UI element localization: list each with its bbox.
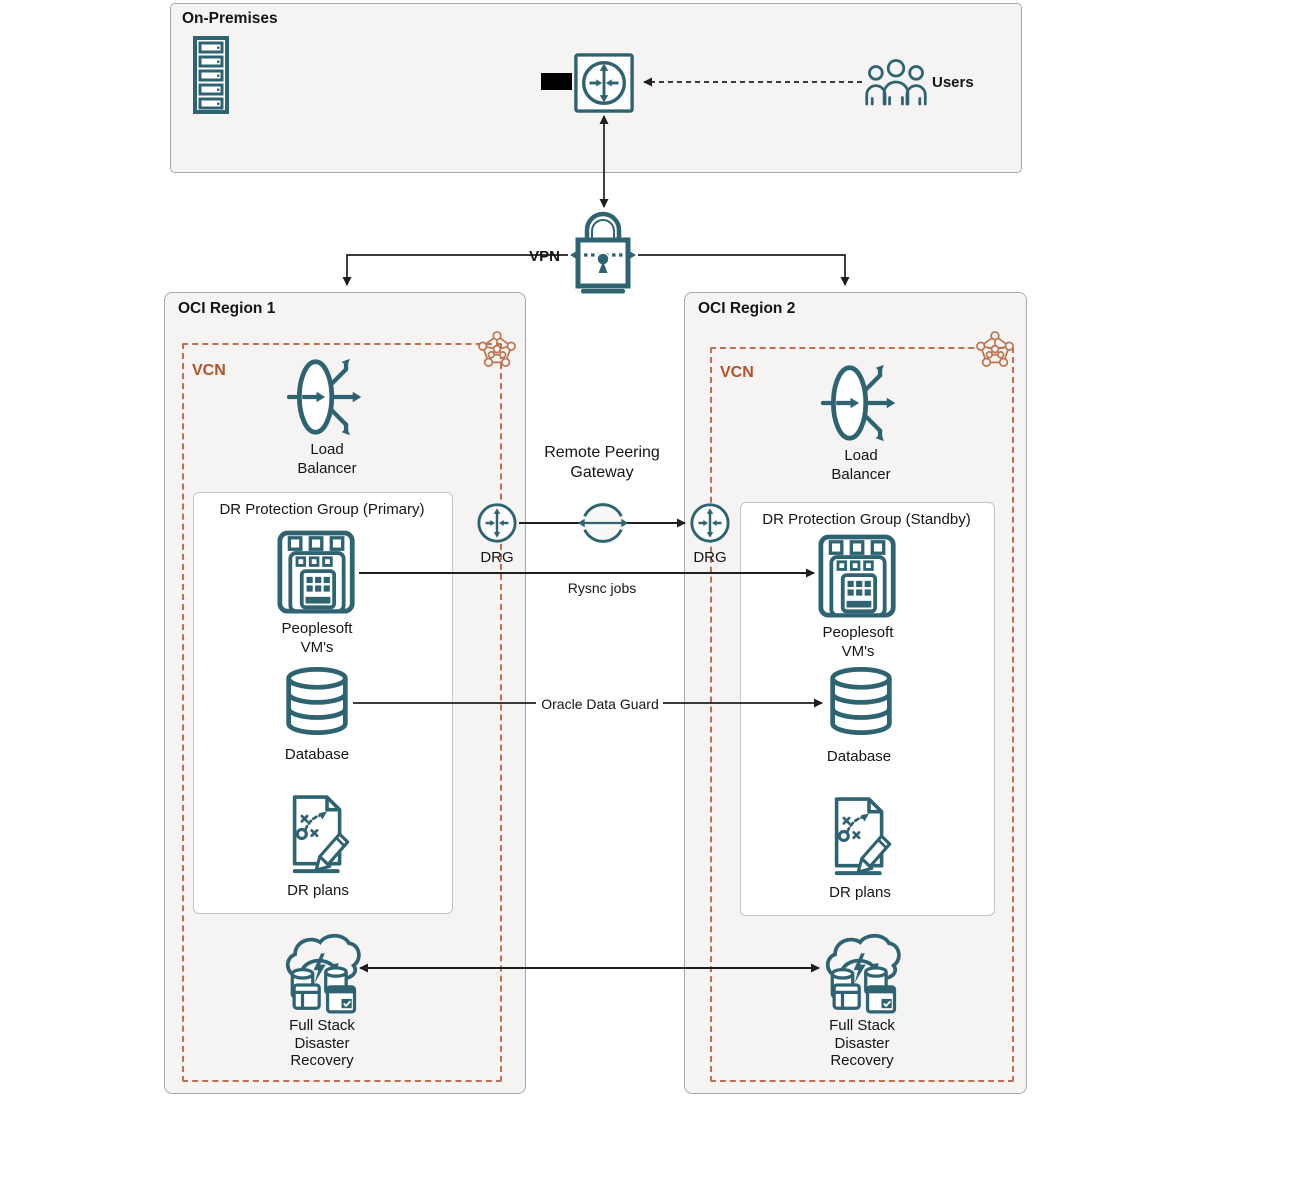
region1-vcn-boundary — [182, 343, 502, 1082]
vpn-label: VPN — [529, 248, 560, 265]
region1-peoplesoft-label: Peoplesoft VM's — [281, 620, 353, 656]
region2-full-stack-dr-label: Full Stack Disaster Recovery — [829, 1017, 895, 1070]
region2-vcn-mesh-icon — [976, 331, 1014, 369]
dr-group-primary-title: DR Protection Group (Primary) — [219, 501, 425, 518]
network-edge-block — [541, 73, 572, 90]
region1-dr-plans-label: DR plans — [287, 882, 349, 899]
region1-vcn-label: VCN — [192, 362, 226, 379]
region2-vcn-label: VCN — [720, 364, 754, 381]
region2-title: OCI Region 2 — [698, 300, 796, 317]
rsync-label: Rysnc jobs — [567, 580, 637, 596]
region1-title: OCI Region 1 — [178, 300, 276, 317]
region1-database-label: Database — [284, 746, 350, 763]
drg-left-label: DRG — [480, 549, 514, 566]
drg-right-label: DRG — [693, 549, 727, 566]
vpn-lock-icon — [570, 211, 636, 297]
remote-peering-gateway-icon — [576, 496, 630, 550]
region1-load-balancer-label: Load Balancer — [297, 441, 357, 477]
drg-left-icon — [476, 502, 518, 544]
region2-peoplesoft-label: Peoplesoft VM's — [822, 624, 894, 660]
region2-load-balancer-label: Load Balancer — [831, 447, 891, 483]
region2-load-balancer-icon — [821, 356, 901, 450]
region1-vcn-mesh-icon — [478, 331, 516, 369]
server-icon — [191, 36, 231, 114]
vpn-to-region2-arrow — [638, 254, 850, 286]
region1-full-stack-dr-icon — [283, 928, 361, 1016]
data-guard-label: Oracle Data Guard — [541, 696, 659, 712]
region2-vcn-boundary — [710, 347, 1014, 1082]
router-icon — [573, 52, 635, 114]
region1-load-balancer-icon — [287, 350, 367, 444]
region1-full-stack-dr-label: Full Stack Disaster Recovery — [289, 1017, 355, 1070]
dr-group-standby-title: DR Protection Group (Standby) — [762, 511, 971, 528]
region2-database-icon — [827, 666, 895, 736]
region1-database-icon — [283, 666, 351, 736]
drg-right-icon — [689, 502, 731, 544]
users-icon — [864, 58, 928, 106]
remote-peering-gateway-label: Remote Peering Gateway — [544, 444, 660, 481]
region2-dr-plans-label: DR plans — [829, 884, 891, 901]
region1-dr-plans-icon — [282, 790, 354, 878]
on-premises-title: On-Premises — [182, 10, 278, 27]
region1-peoplesoft-icon — [277, 530, 357, 618]
region2-dr-plans-icon — [824, 792, 896, 880]
users-label: Users — [932, 74, 974, 91]
region2-full-stack-dr-icon — [823, 928, 901, 1016]
region2-database-label: Database — [826, 748, 892, 765]
region2-peoplesoft-icon — [818, 534, 898, 622]
